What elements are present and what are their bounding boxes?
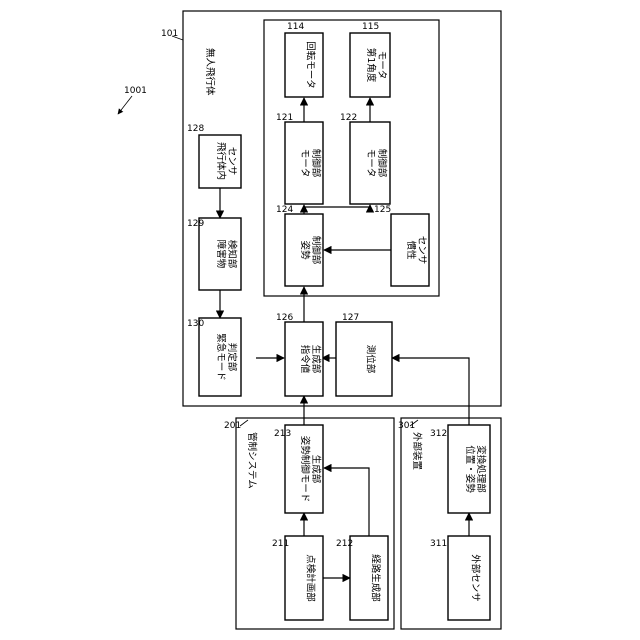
svg-text:124: 124 xyxy=(276,205,293,215)
block-label-line: 指令値 xyxy=(299,345,311,374)
external-device-label: 外部装置 xyxy=(411,432,423,470)
block-label-line: 位置・姿勢 xyxy=(464,445,476,493)
block-label-line: 制御部 xyxy=(376,149,388,178)
block-130-emergency-mode-judge: 130 緊急モード判定部 xyxy=(187,318,241,396)
block-212-label: 経路生成部 xyxy=(370,554,382,602)
block-label-line: 制御部 xyxy=(310,236,322,265)
block-121-motor-control: 121 モータ制御部 xyxy=(276,113,323,204)
block-label-line: センサ xyxy=(416,236,427,265)
block-label-line: 第1角度 xyxy=(365,48,377,83)
block-122-label: モータ制御部 xyxy=(365,149,388,178)
block-label-line: センサ xyxy=(226,147,237,176)
block-125-inertial-sensor: 125 慣性センサ xyxy=(374,205,429,286)
block-128-in-vehicle-sensor: 128 飛行体内センサ xyxy=(187,124,241,188)
block-126-command-value-generation: 126 指令値生成部 xyxy=(276,313,323,396)
block-114-label: 回転モータ xyxy=(305,41,316,89)
external-device-ref: 301 xyxy=(398,421,415,431)
block-label-line: 生成部 xyxy=(310,455,322,484)
block-128-label: 飛行体内センサ xyxy=(215,142,237,180)
block-label-line: 点検計画部 xyxy=(305,554,317,602)
svg-text:312: 312 xyxy=(430,429,447,439)
block-312-position-attitude-conversion: 312 位置・姿勢変換処理部 xyxy=(430,425,490,513)
block-label-line: モータ xyxy=(299,149,310,178)
block-127-label: 測位部 xyxy=(365,345,377,374)
block-213-attitude-mode-generation: 213 姿勢制御モード生成部 xyxy=(274,425,323,513)
block-label-line: 慣性 xyxy=(405,240,417,260)
svg-text:129: 129 xyxy=(187,219,204,229)
block-label-line: 生成部 xyxy=(310,345,322,374)
block-127-positioning: 127 測位部 xyxy=(336,313,392,396)
block-label-line: 外部センサ xyxy=(470,554,482,602)
svg-text:126: 126 xyxy=(276,313,293,323)
svg-text:311: 311 xyxy=(430,539,447,549)
block-label-line: 障害物 xyxy=(215,240,227,269)
block-311-external-sensor: 311 外部センサ xyxy=(430,536,490,620)
control-system-label: 管制システム xyxy=(246,432,258,489)
block-label-line: 姿勢 xyxy=(299,240,311,260)
svg-text:115: 115 xyxy=(362,22,379,32)
svg-text:211: 211 xyxy=(272,539,289,549)
block-211-inspection-plan: 211 点検計画部 xyxy=(272,536,323,620)
uav-label: 無人飛行体 xyxy=(204,48,216,96)
block-label-line: 回転モータ xyxy=(305,41,316,89)
block-label-line: 制御部 xyxy=(310,149,322,178)
block-label-line: 検知部 xyxy=(226,240,238,269)
svg-text:130: 130 xyxy=(187,319,204,329)
block-211-label: 点検計画部 xyxy=(305,554,317,602)
control-system-ref: 201 xyxy=(224,421,241,431)
block-129-obstacle-detection: 129 障害物検知部 xyxy=(187,218,241,290)
svg-text:122: 122 xyxy=(340,113,357,123)
block-312-label: 位置・姿勢変換処理部 xyxy=(464,445,487,493)
svg-text:125: 125 xyxy=(374,205,391,215)
block-label-line: 変換処理部 xyxy=(475,445,487,493)
svg-text:213: 213 xyxy=(274,429,291,439)
svg-text:212: 212 xyxy=(336,539,353,549)
block-label-line: 緊急モード xyxy=(215,333,227,381)
block-126-label: 指令値生成部 xyxy=(299,345,322,374)
figure-ref-label: 1001 xyxy=(124,86,147,96)
block-121-label: モータ制御部 xyxy=(299,149,322,178)
block-115-first-angle-motor: 115 第1角度モータ xyxy=(350,22,390,97)
figure-ref-arrow xyxy=(118,96,132,114)
block-label-line: モータ xyxy=(376,51,387,80)
svg-text:127: 127 xyxy=(342,313,359,323)
block-124-attitude-control: 124 姿勢制御部 xyxy=(276,205,323,286)
block-115-label: 第1角度モータ xyxy=(365,48,387,83)
block-122-motor-control: 122 モータ制御部 xyxy=(340,113,390,204)
block-311-label: 外部センサ xyxy=(470,554,482,602)
block-129-label: 障害物検知部 xyxy=(215,240,238,269)
block-label-line: 判定部 xyxy=(226,343,238,372)
block-label-line: 経路生成部 xyxy=(370,554,382,602)
svg-text:121: 121 xyxy=(276,113,293,123)
svg-text:128: 128 xyxy=(187,124,204,134)
svg-text:114: 114 xyxy=(287,22,304,32)
block-label-line: 飛行体内 xyxy=(215,142,227,180)
block-label-line: 測位部 xyxy=(365,345,377,374)
block-114-rotation-motor: 114 回転モータ xyxy=(285,22,323,97)
block-label-line: 姿勢制御モード xyxy=(299,436,311,503)
block-label-line: モータ xyxy=(365,149,376,178)
